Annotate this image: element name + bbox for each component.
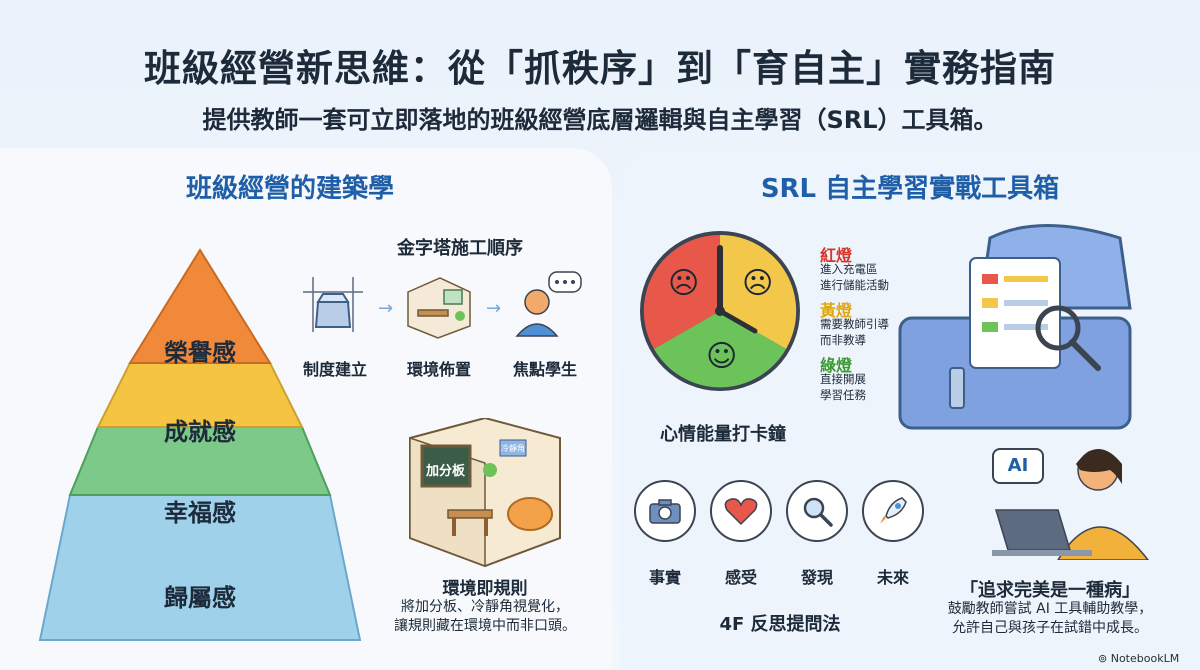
focus-student-icon bbox=[515, 271, 582, 337]
reflection-discovery-label: 發現 bbox=[800, 568, 833, 587]
ai-desc-2: 允許自己與孩子在試錯中成長。 bbox=[952, 620, 1148, 636]
light-green-title: 綠燈 bbox=[820, 356, 853, 375]
reflection-discovery-pin bbox=[786, 480, 848, 542]
notebooklm-logo-icon: ⊚ bbox=[1098, 652, 1108, 665]
pyramid-label-happiness: 幸福感 bbox=[164, 499, 236, 527]
reflection-fact-label: 事實 bbox=[648, 568, 681, 587]
sad-face-icon: ☹ bbox=[668, 266, 700, 301]
footer-brand: ⊚ NotebookLM bbox=[1098, 652, 1179, 665]
classroom-title: 環境即規則 bbox=[442, 579, 528, 599]
institution-cube-icon bbox=[303, 277, 363, 332]
left-section-title: 班級經營的建築學 bbox=[185, 174, 394, 204]
toolbox-illustration bbox=[898, 224, 1132, 430]
light-yellow-desc-2: 而非教導 bbox=[820, 333, 866, 347]
camera-icon bbox=[649, 499, 681, 524]
reflection-fact-pin bbox=[634, 480, 696, 542]
calm-corner-sign: 冷靜角 bbox=[501, 444, 525, 453]
ai-quote: 「追求完美是一種病」 bbox=[960, 580, 1140, 601]
ai-desc-1: 鼓勵教師嘗試 AI 工具輔助教學， bbox=[947, 601, 1153, 617]
pyramid-diagram bbox=[38, 248, 362, 641]
page-subtitle: 提供教師一套可立即落地的班級經營底層邏輯與自主學習（SRL）工具箱。 bbox=[202, 106, 998, 134]
reflection-method-title: 4F 反思提問法 bbox=[719, 614, 841, 635]
reflection-feeling-label: 感受 bbox=[724, 568, 757, 587]
classroom-illustration bbox=[409, 418, 561, 568]
step-focus-student-label: 焦點學生 bbox=[512, 360, 577, 379]
happy-face-icon: ☺ bbox=[706, 339, 738, 374]
ai-badge: AI bbox=[992, 448, 1044, 484]
light-yellow-title: 黃燈 bbox=[820, 301, 853, 320]
pyramid-label-honor: 榮譽感 bbox=[164, 339, 236, 367]
worried-face-icon: ☹ bbox=[742, 266, 774, 301]
magnifier-icon bbox=[803, 497, 833, 527]
light-red-desc-1: 進入充電區 bbox=[820, 262, 878, 276]
rocket-icon bbox=[880, 497, 907, 524]
classroom-desc-1: 將加分板、冷靜角視覺化， bbox=[401, 599, 569, 615]
pyramid-label-achievement: 成就感 bbox=[164, 418, 236, 446]
room-setup-icon bbox=[407, 277, 471, 339]
step-environment-label: 環境佈置 bbox=[406, 360, 471, 379]
light-yellow-desc-1: 需要教師引導 bbox=[820, 317, 889, 331]
footer-brand-text: NotebookLM bbox=[1110, 652, 1180, 665]
light-red-desc-2: 進行儲能活動 bbox=[820, 278, 889, 292]
reflection-future-pin bbox=[862, 480, 924, 542]
step-institution-label: 制度建立 bbox=[302, 360, 367, 379]
teacher-laptop-illustration bbox=[992, 449, 1149, 560]
light-red-title: 紅燈 bbox=[820, 246, 853, 265]
heart-icon bbox=[724, 498, 758, 526]
sequence-title: 金字塔施工順序 bbox=[397, 238, 523, 259]
right-section-title: SRL 自主學習實戰工具箱 bbox=[760, 174, 1060, 204]
reflection-future-label: 未來 bbox=[876, 568, 909, 587]
mood-clock bbox=[640, 231, 800, 391]
light-green-desc-2: 學習任務 bbox=[820, 388, 866, 402]
mood-clock-label: 心情能量打卡鐘 bbox=[660, 424, 786, 445]
classroom-desc-2: 讓規則藏在環境中而非口頭。 bbox=[394, 618, 576, 634]
pyramid-level-top bbox=[128, 248, 272, 364]
page-title: 班級經營新思維：從「抓秩序」到「育自主」實務指南 bbox=[144, 47, 1056, 90]
arrow-right-icon: → bbox=[378, 298, 394, 319]
clock-red-sector bbox=[643, 234, 720, 349]
board-text: 加分板 bbox=[426, 464, 466, 479]
reflection-feeling-pin bbox=[710, 480, 772, 542]
light-green-desc-1: 直接開展 bbox=[820, 372, 866, 386]
pyramid-label-belonging: 歸屬感 bbox=[164, 584, 236, 612]
arrow-right-icon-2: → bbox=[486, 298, 502, 319]
